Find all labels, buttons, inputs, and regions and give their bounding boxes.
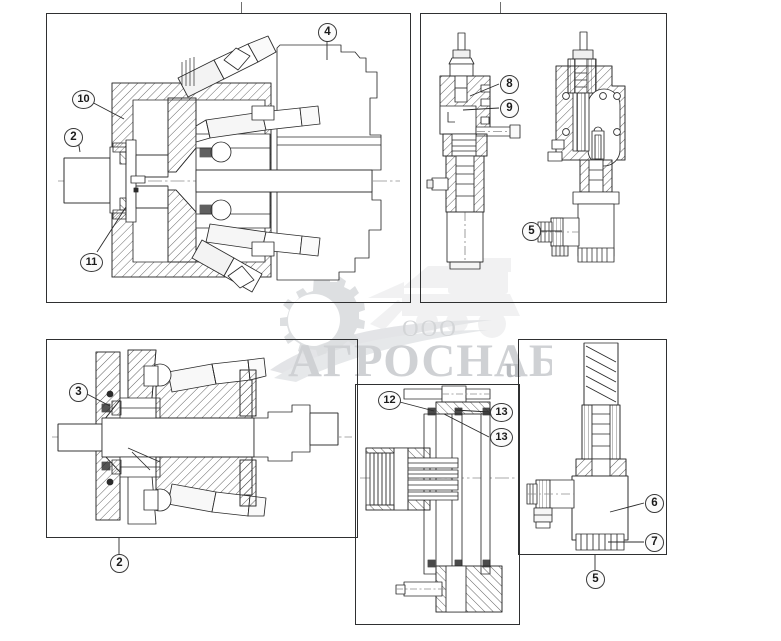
watermark-trailing-letter: u — [505, 352, 522, 384]
panel-bottom-middle — [355, 384, 520, 625]
callout-4[interactable]: 4 — [318, 23, 337, 42]
panel-bottom-left — [46, 339, 358, 538]
callout-5-bottom-right[interactable]: 5 — [586, 570, 605, 589]
callout-12[interactable]: 12 — [378, 391, 401, 410]
panel-top-left — [46, 13, 411, 303]
watermark-ooo: ООО — [402, 316, 458, 341]
callout-13-lower[interactable]: 13 — [490, 428, 513, 447]
panel-top-right — [420, 13, 667, 303]
tick-top-left-panel — [241, 2, 242, 14]
tick-top-right-panel — [500, 2, 501, 14]
callout-11[interactable]: 11 — [80, 253, 103, 272]
callout-3[interactable]: 3 — [69, 383, 88, 402]
callout-7[interactable]: 7 — [645, 533, 664, 552]
callout-2-top[interactable]: 2 — [64, 128, 83, 147]
callout-8[interactable]: 8 — [500, 75, 519, 94]
callout-9[interactable]: 9 — [500, 99, 519, 118]
callout-5-top-right[interactable]: 5 — [522, 222, 541, 241]
callout-6[interactable]: 6 — [645, 494, 664, 513]
callout-13-upper[interactable]: 13 — [490, 403, 513, 422]
panel-bottom-right — [518, 339, 667, 555]
callout-10[interactable]: 10 — [72, 90, 95, 109]
callout-2-bottom[interactable]: 2 — [110, 554, 129, 573]
